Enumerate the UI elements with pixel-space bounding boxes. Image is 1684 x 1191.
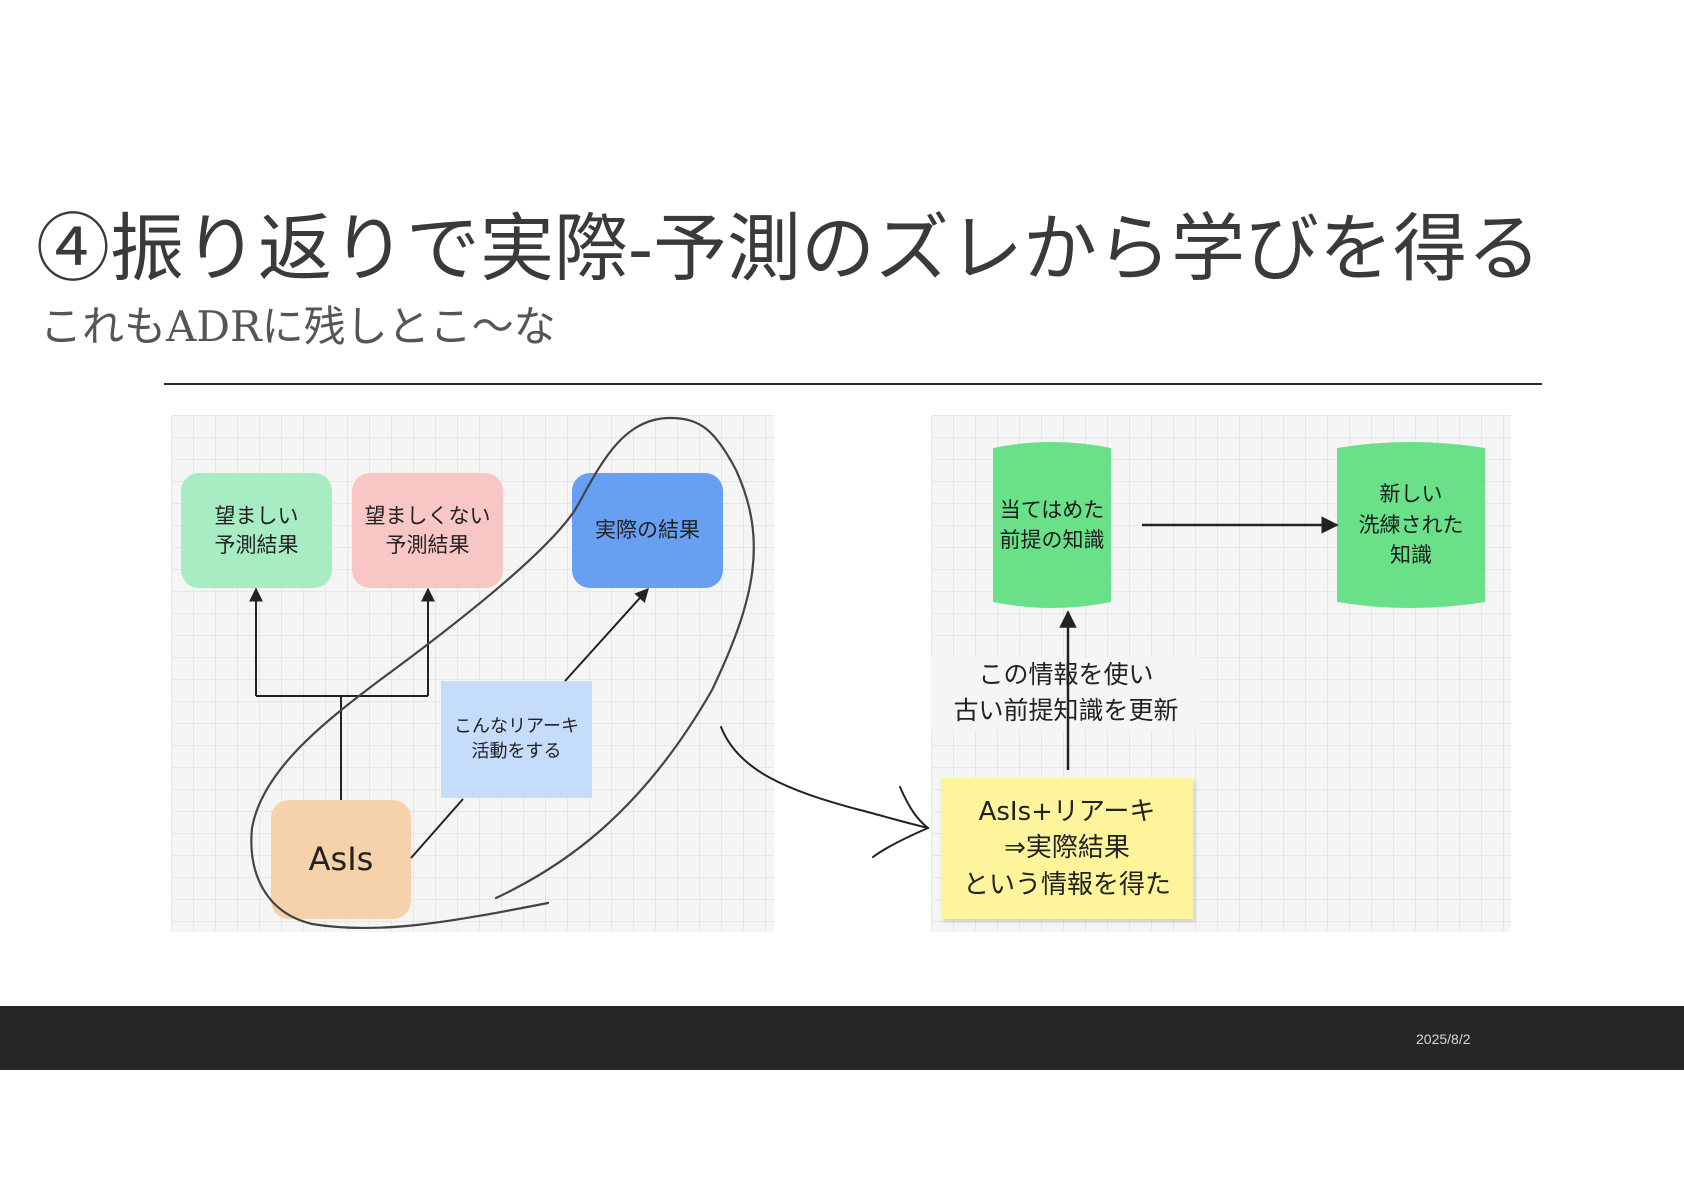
new-knowledge-cylinder: 新しい 洗練された 知識 (1337, 440, 1485, 610)
asis-box: AsIs (271, 800, 411, 919)
left-diagram-panel: 望ましい 予測結果 望ましくない 予測結果 実際の結果 こんなリアーキ 活動をす… (171, 415, 774, 932)
actual-result-box: 実際の結果 (572, 473, 723, 588)
arrow-to-actual (410, 589, 648, 859)
new-knowledge-label: 新しい 洗練された 知識 (1358, 482, 1464, 568)
slide-subtitle: これもADRに残しとこ〜な (40, 302, 556, 351)
desirable-prediction-box: 望ましい 予測結果 (181, 473, 332, 588)
hand-drawn-arrowhead (872, 786, 930, 858)
slide-title: ④振り返りで実際-予測のズレから学びを得る (36, 206, 1542, 292)
premise-knowledge-cylinder: 当てはめた 前提の知識 (993, 440, 1111, 610)
footer-bar (0, 1006, 1684, 1070)
result-info-note: AsIs+リアーキ ⇒実際結果 という情報を得た (941, 778, 1193, 919)
cylinder-shape (993, 442, 1111, 608)
right-diagram-panel: 当てはめた 前提の知識 新しい 洗練された 知識 この情報を使い 古い前提知識を… (931, 415, 1511, 932)
footer-date: 2025/8/2 (1416, 1031, 1471, 1047)
cylinder-shape (1337, 442, 1485, 608)
update-knowledge-text: この情報を使い 古い前提知識を更新 (931, 657, 1201, 730)
rearchitecture-note: こんなリアーキ 活動をする (441, 681, 592, 798)
undesirable-prediction-box: 望ましくない 予測結果 (352, 473, 503, 588)
title-divider (164, 383, 1542, 385)
premise-knowledge-label: 当てはめた 前提の知識 (999, 497, 1105, 552)
hand-drawn-loop (250, 416, 755, 930)
hand-drawn-arrow (720, 726, 929, 829)
tree-connector (256, 695, 428, 800)
